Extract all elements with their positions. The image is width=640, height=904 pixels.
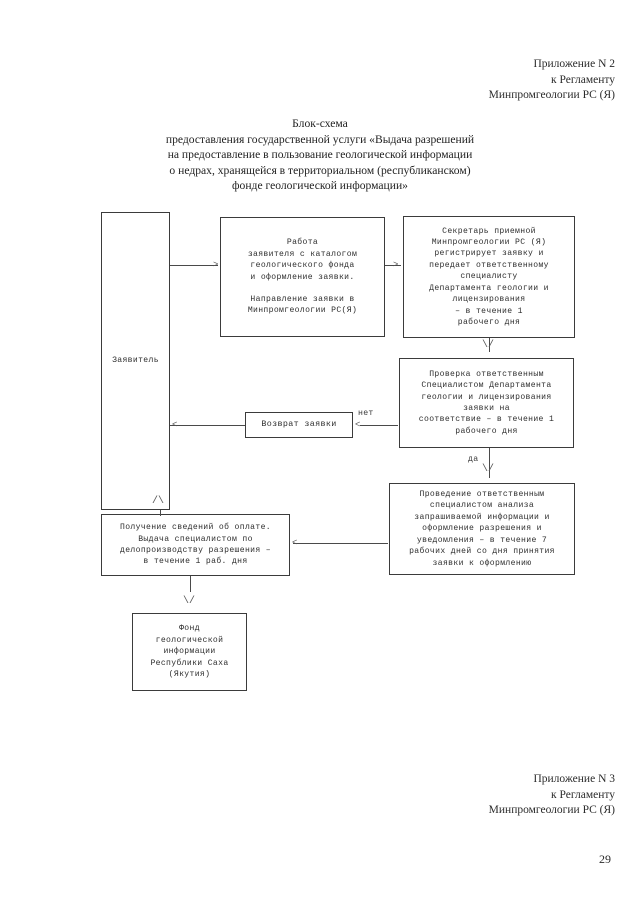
- header-reference-block: Приложение N 2 к Регламенту Минпромгеоло…: [489, 57, 615, 104]
- edge-payment-to-applicant-line: [160, 510, 161, 516]
- node-analysis-line-2: специалистом анализа: [429, 501, 535, 511]
- flowchart-node-geological-fund: Фонд геологической информации Республики…: [132, 613, 247, 691]
- page-number: 29: [599, 852, 611, 866]
- edge-secretary-to-check-line: [489, 338, 490, 352]
- node-secretary-line-9: рабочего дня: [457, 317, 521, 327]
- node-applicant-label: Заявитель: [112, 356, 159, 366]
- flowchart-node-analysis-and-permit: Проведение ответственным специалистом ан…: [389, 483, 575, 575]
- flowchart-node-applicant: Заявитель: [101, 212, 170, 510]
- title-line-1: Блок-схема: [292, 117, 348, 130]
- node-check-line-2: Специалистом Департамента: [421, 381, 552, 391]
- node-work-line-1: Работа: [286, 238, 319, 248]
- node-payment-line-4: в течение 1 раб. дня: [143, 557, 248, 567]
- footer-reference-block: Приложение N 3 к Регламенту Минпромгеоло…: [489, 772, 615, 819]
- node-work-line-6: Направление заявки в: [250, 294, 355, 304]
- node-fund-line-4: Республики Саха: [150, 658, 229, 668]
- node-work-line-2: заявителя с каталогом: [247, 249, 358, 259]
- edge-label-no: нет: [358, 409, 374, 418]
- edge-check-to-return-arrowhead: <: [355, 420, 361, 430]
- node-secretary-line-1: Секретарь приемной: [442, 226, 536, 236]
- flowchart-node-secretary-registration: Секретарь приемной Минпромгеологии РС (Я…: [403, 216, 575, 338]
- edge-analysis-to-payment-line: [293, 543, 388, 544]
- node-secretary-line-6: Департамента геологии и: [429, 283, 549, 293]
- node-analysis-line-7: заявки к оформлению: [432, 558, 532, 568]
- flowchart-node-payment-and-issuance: Получение сведений об оплате. Выдача спе…: [101, 514, 290, 576]
- flowchart-node-return-application: Возврат заявки: [245, 412, 353, 438]
- flowchart-node-application-check: Проверка ответственным Специалистом Депа…: [399, 358, 574, 448]
- node-check-line-6: рабочего дня: [455, 426, 518, 436]
- node-secretary-line-2: Минпромгеологии РС (Я): [431, 238, 547, 248]
- edge-secretary-to-check-arrowhead: \/: [482, 340, 495, 351]
- edge-analysis-to-payment-arrowhead: <: [292, 538, 298, 548]
- footer-ref-line-1: Приложение N 3: [533, 773, 615, 785]
- flowchart-node-work-with-catalog: Работа заявителя с каталогом геологическ…: [220, 217, 385, 337]
- node-analysis-line-5: уведомления – в течение 7: [416, 535, 548, 545]
- node-analysis-line-4: оформление разрешения и: [422, 524, 542, 534]
- node-analysis-line-1: Проведение ответственным: [419, 490, 545, 500]
- node-secretary-line-4: передает ответственному: [429, 260, 549, 270]
- node-check-line-4: заявки на: [463, 404, 510, 413]
- node-payment-line-1: Получение сведений об оплате.: [119, 523, 271, 533]
- edge-label-yes: да: [468, 455, 479, 464]
- edge-payment-to-fund-line: [190, 576, 191, 592]
- node-fund-line-2: геологической: [155, 635, 224, 645]
- edge-payment-to-applicant-arrowhead: /\: [152, 496, 165, 507]
- node-secretary-line-7: лицензирования: [452, 295, 526, 305]
- header-ref-line-2: к Регламенту: [551, 73, 615, 86]
- edge-applicant-to-work-arrowhead: >: [213, 260, 219, 270]
- node-fund-line-1: Фонд: [179, 624, 200, 634]
- node-check-line-1: Проверка ответственным: [429, 369, 544, 379]
- node-secretary-line-3: регистрирует заявку и: [434, 249, 544, 259]
- node-work-line-4: и оформление заявки.: [250, 272, 355, 282]
- edge-return-to-applicant-arrowhead: <: [172, 420, 178, 430]
- title-line-5: фонде геологической информации»: [232, 179, 408, 193]
- document-title: Блок-схема предоставления государственно…: [0, 116, 640, 194]
- node-fund-line-5: (Якутия): [168, 670, 211, 680]
- edge-check-to-analysis-line: [489, 448, 490, 478]
- node-check-line-5: соответствие – в течение 1: [418, 415, 555, 425]
- node-analysis-line-6: рабочих дней со дня принятия: [409, 547, 555, 557]
- node-payment-line-3: делопроизводству разрешения –: [119, 546, 271, 555]
- node-payment-line-2: Выдача специалистом по: [138, 534, 253, 544]
- node-fund-line-3: информации: [163, 647, 216, 657]
- edge-work-to-secretary-line: [385, 265, 401, 266]
- header-ref-line-3: Минпромгеологии РС (Я): [488, 89, 615, 101]
- edge-payment-to-fund-arrowhead: \/: [183, 596, 196, 607]
- edge-return-to-applicant-line: [170, 425, 245, 426]
- node-work-line-7: Минпромгеологии РС(Я): [247, 306, 358, 316]
- node-secretary-line-8: – в течение 1: [455, 306, 523, 316]
- title-line-4: о недрах, хранящейся в территориальном (…: [169, 163, 471, 177]
- footer-ref-line-3: Минпромгеологии РС (Я): [488, 804, 615, 816]
- node-work-line-3: геологического фонда: [250, 261, 355, 271]
- edge-check-to-return-line: [360, 425, 398, 426]
- node-analysis-line-3: запрашиваемой информации и: [414, 512, 550, 522]
- edge-applicant-to-work-line: [170, 265, 218, 266]
- title-line-2: предоставления государственной услуги «В…: [165, 132, 475, 146]
- edge-check-to-analysis-arrowhead: \/: [482, 464, 495, 475]
- node-secretary-line-5: специалисту: [460, 272, 518, 282]
- node-return-label: Возврат заявки: [261, 419, 337, 430]
- node-check-line-3: геологии и лицензирования: [421, 392, 552, 402]
- edge-work-to-secretary-arrowhead: >: [393, 260, 399, 270]
- title-line-3: на предоставление в пользование геологич…: [167, 148, 473, 162]
- header-ref-line-1: Приложение N 2: [533, 58, 615, 70]
- footer-ref-line-2: к Регламенту: [551, 788, 615, 801]
